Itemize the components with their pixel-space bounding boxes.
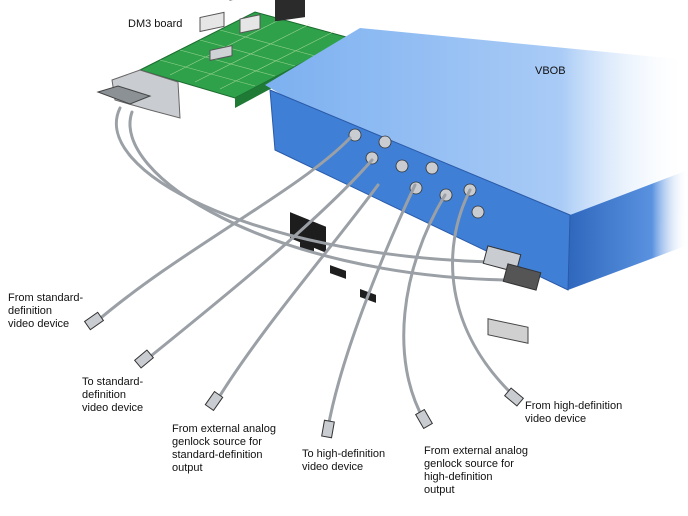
bnc-sd-to bbox=[135, 350, 154, 368]
label-genlock-sd: From external analog genlock source for … bbox=[172, 423, 276, 475]
bnc-sd-from bbox=[85, 312, 104, 329]
label-dm3-board: DM3 board bbox=[128, 18, 182, 31]
bnc-genlock-hd bbox=[416, 410, 433, 429]
label-genlock-hd: From external analog genlock source for … bbox=[424, 445, 528, 497]
label-sd-from: From standard- definition video device bbox=[8, 292, 83, 331]
label-vbob: VBOB bbox=[535, 65, 566, 78]
label-hd-to: To high-definition video device bbox=[302, 448, 385, 474]
cable-hd-to bbox=[328, 185, 415, 428]
bnc-hd-to bbox=[322, 420, 335, 437]
label-sd-to: To standard- definition video device bbox=[82, 376, 143, 415]
vbob-box bbox=[265, 28, 688, 343]
label-hd-from: From high-definition video device bbox=[525, 400, 622, 426]
